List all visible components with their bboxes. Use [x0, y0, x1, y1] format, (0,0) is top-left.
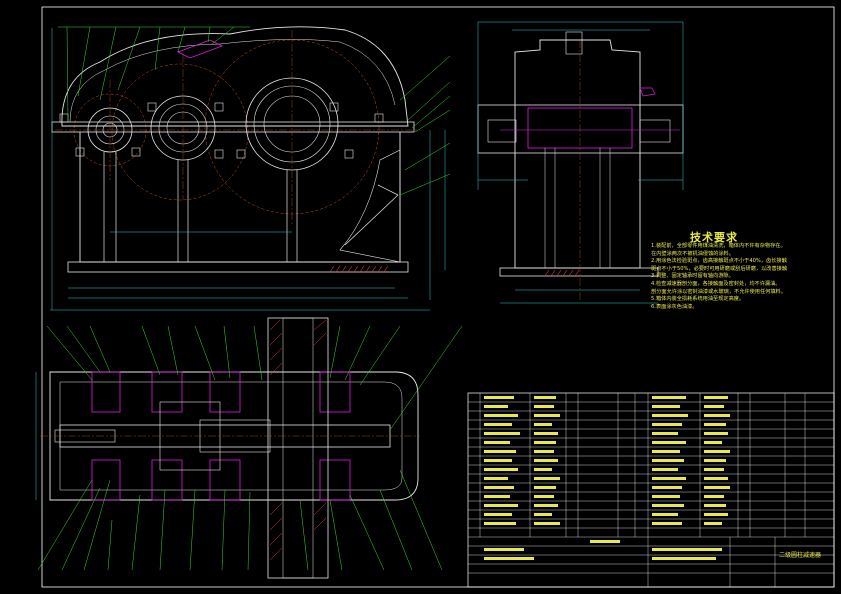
requirement-item: 1.装配前，全部零件用煤油清洗，箱体内不许有杂物存在。	[651, 243, 786, 249]
flange-bolts	[59, 102, 384, 159]
requirement-item: 斑点不小于50%，必要时可用研磨或刮后研磨，以改善接触	[651, 265, 788, 272]
front-leaders	[58, 26, 451, 196]
gear-hatch	[269, 319, 327, 561]
top-housing-outline	[49, 371, 419, 501]
requirement-item: 6.表面涂灰色油漆。	[651, 303, 698, 310]
parts-list-columns	[479, 393, 806, 587]
parts-list-rows	[468, 401, 834, 574]
gear-hub	[282, 317, 314, 579]
requirement-item: 5.箱体内装全损耗系统用油至规定高度。	[651, 296, 745, 303]
side-dimensions	[477, 21, 684, 304]
drawing-frame	[41, 6, 835, 588]
top-section-view	[35, 317, 463, 579]
side-base-hatch	[544, 269, 580, 277]
drawing-title: 二级圆柱减速器	[779, 552, 822, 559]
side-base-flange	[499, 267, 659, 277]
cover-inner-outline	[69, 39, 396, 123]
large-gear	[267, 317, 329, 579]
base-hatch	[329, 265, 389, 273]
parts-list-entries	[484, 396, 730, 560]
requirement-item: 3.调整、固定轴承时留有轴向游隙。	[651, 273, 734, 280]
split-flange	[51, 121, 415, 133]
side-ribs	[544, 148, 611, 268]
requirement-item: 剖分面允许涂以密封油漆或水玻璃，不允许使用任何填料。	[651, 288, 786, 295]
shaft-extension-left	[487, 119, 517, 143]
requirement-item: 在内壁涂两次不被机油侵蚀的涂料。	[651, 250, 735, 257]
inspection-cover	[177, 39, 223, 59]
stiffener-ribs	[103, 152, 298, 262]
lifting-lug	[565, 31, 583, 55]
top-housing-inner	[59, 381, 403, 491]
side-housing	[514, 39, 641, 269]
oil-dipstick	[344, 194, 399, 246]
top-leaders	[37, 325, 463, 571]
parts-list-frame	[467, 392, 835, 588]
bearing-sections	[91, 371, 351, 501]
front-dimensions	[50, 28, 446, 311]
side-split-flange	[477, 104, 684, 154]
shaft-extension-right	[639, 119, 671, 143]
requirement-item: 2.用涂色法检验斑点，齿高接触斑点不小于40%，齿长接触	[651, 258, 787, 265]
technical-requirements-list: 1.装配前，全部零件用煤油清洗，箱体内不许有杂物存在。 在内壁涂两次不被机油侵蚀…	[651, 243, 827, 311]
oil-drain-region	[339, 149, 401, 263]
technical-requirements-title: 技术要求	[690, 231, 738, 244]
parts-list	[467, 392, 835, 588]
cover-outline	[61, 26, 409, 127]
front-view	[50, 26, 451, 311]
oil-dipstick	[377, 184, 399, 196]
base-flange	[67, 261, 409, 273]
side-view	[477, 21, 684, 304]
requirement-item: 4.检查减速器剖分面，各接触面及密封处，均不许漏油。	[651, 280, 781, 287]
vent-plug	[639, 87, 656, 97]
